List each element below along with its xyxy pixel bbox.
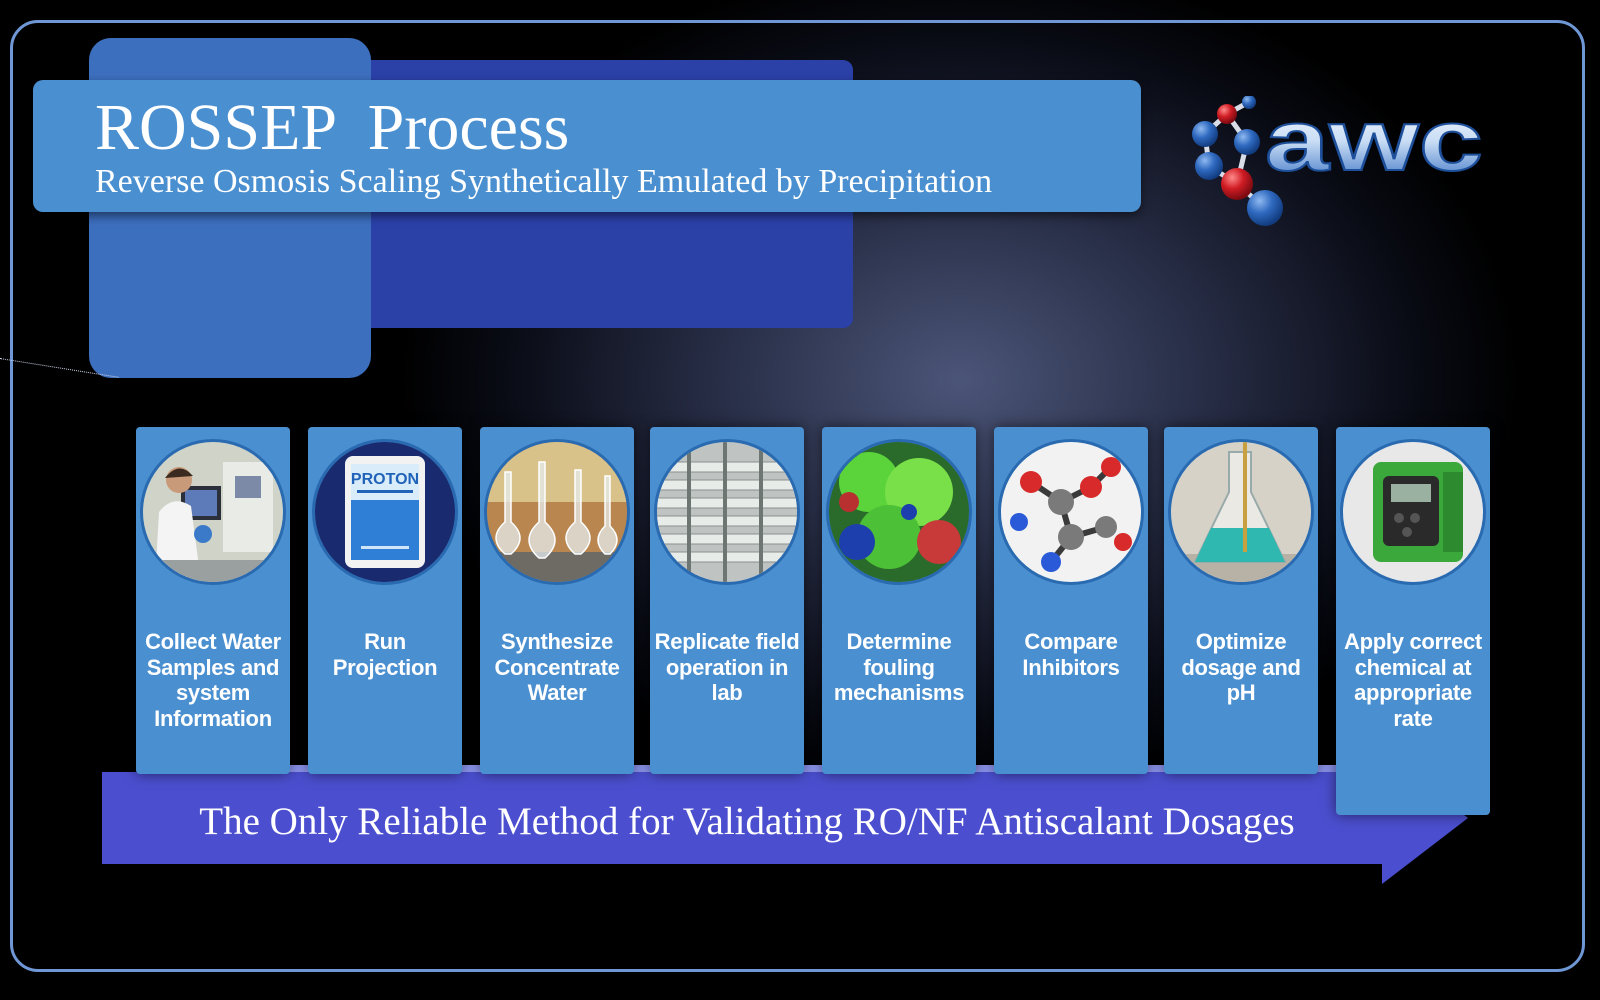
step-card-replicate: Replicate field operation in lab	[650, 427, 804, 774]
molecule-model-photo	[998, 439, 1144, 585]
step-label: Run Projection	[332, 629, 438, 680]
flasks-photo	[484, 439, 630, 585]
step-card-optimize: Optimize dosage and pH	[1164, 427, 1318, 774]
title-bar: ROSSEP Process Reverse Osmosis Scaling S…	[33, 80, 1141, 212]
step-label: Replicate field operation in lab	[654, 629, 800, 705]
step-card-compare: Compare Inhibitors	[994, 427, 1148, 774]
step-label: Compare Inhibitors	[1022, 629, 1120, 680]
scale-crystals-photo	[826, 439, 972, 585]
step-label: Synthesize Concentrate Water	[494, 629, 620, 705]
step-label: Collect Water Samples and system Informa…	[145, 629, 281, 731]
dosing-pump-photo	[1340, 439, 1486, 585]
step-label: Determine fouling mechanisms	[833, 629, 965, 705]
banner-text: The Only Reliable Method for Validating …	[199, 800, 1295, 843]
step-label: Optimize dosage and pH	[1181, 629, 1301, 705]
page-subtitle: Reverse Osmosis Scaling Synthetically Em…	[95, 163, 993, 200]
step-card-fouling: Determine fouling mechanisms	[822, 427, 976, 774]
logo-text: awc	[1265, 96, 1483, 189]
step-card-collect-water: Collect Water Samples and system Informa…	[136, 427, 290, 774]
step-label: Apply correct chemical at appropriate ra…	[1344, 629, 1482, 731]
proton-tablet-photo: PROTON	[312, 439, 458, 585]
membrane-plant-photo	[654, 439, 800, 585]
slide-frame	[10, 20, 1585, 972]
proton-text: PROTON	[351, 471, 419, 488]
step-card-apply: Apply correct chemical at appropriate ra…	[1336, 427, 1490, 815]
awc-logo: awc	[1192, 96, 1484, 226]
erlenmeyer-flask-photo	[1168, 439, 1314, 585]
page-title: ROSSEP Process	[95, 91, 570, 164]
lab-technician-photo	[140, 439, 286, 585]
step-card-synthesize: Synthesize Concentrate Water	[480, 427, 634, 774]
step-card-run-projection: PROTON Run Projection	[308, 427, 462, 774]
